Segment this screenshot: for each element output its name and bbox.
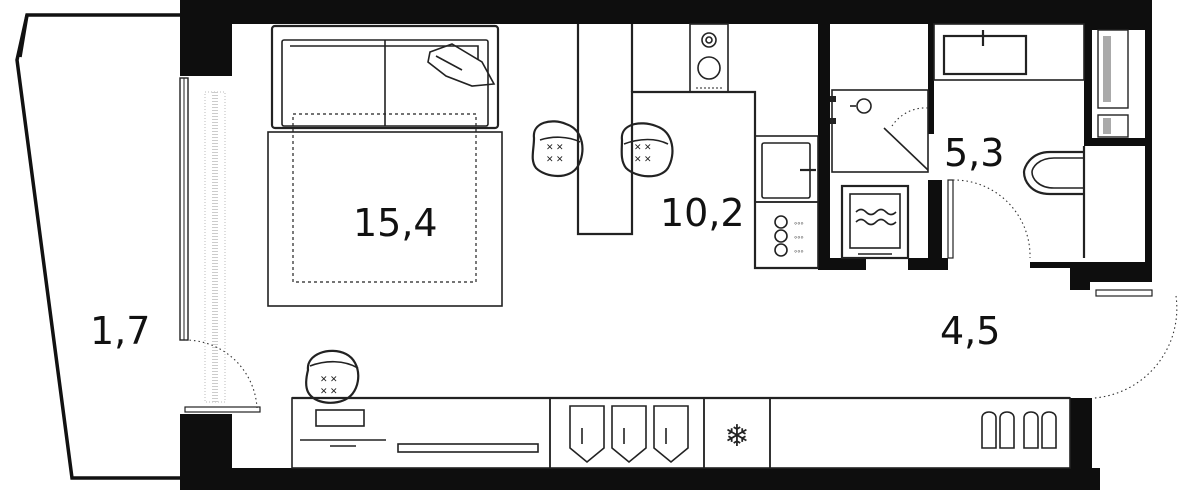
walls [180, 0, 1152, 490]
desk-icon [291, 396, 1070, 469]
window-icon [179, 29, 1129, 403]
rug-icon [267, 113, 503, 307]
shoes-icon [769, 397, 1071, 469]
freezer-icon: ❄ [703, 397, 771, 469]
door-icon [947, 179, 1031, 259]
toilet-icon [1022, 146, 1086, 258]
area-kitchen: 10,2 [660, 191, 745, 235]
svg-text:✕ ✕: ✕ ✕ [320, 386, 338, 396]
shower-icon [830, 89, 929, 173]
area-living: 15,4 [353, 201, 438, 245]
armchair-icon: ✕ ✕ ✕ ✕ [305, 349, 360, 404]
bar-stool-icon: ✕ ✕ ✕ ✕ [531, 120, 584, 178]
svg-text:◦◦◦: ◦◦◦ [794, 232, 804, 242]
balcony [15, 13, 182, 480]
svg-text:◦◦◦: ◦◦◦ [794, 246, 804, 256]
door-icon [184, 339, 261, 413]
dishwasher-icon: ◦◦◦ ◦◦◦ ◦◦◦ [754, 201, 819, 269]
washing-machine-icon [840, 184, 910, 260]
sofa-icon [270, 24, 500, 130]
area-balcony: 1,7 [90, 309, 150, 353]
svg-text:✕ ✕: ✕ ✕ [634, 142, 652, 152]
svg-text:✕ ✕: ✕ ✕ [320, 374, 338, 384]
svg-text:◦◦◦: ◦◦◦ [794, 218, 804, 228]
bar-stool-icon: ✕ ✕ ✕ ✕ [620, 122, 674, 178]
wardrobe-icon [549, 397, 705, 469]
svg-text:✕ ✕: ✕ ✕ [634, 154, 652, 164]
sink-icon [754, 135, 819, 203]
washbasin-icon [933, 23, 1085, 81]
area-bathroom: 5,3 [944, 131, 1004, 175]
svg-text:✕ ✕: ✕ ✕ [546, 154, 564, 164]
area-hall: 4,5 [940, 309, 1000, 353]
door-icon [1093, 289, 1178, 399]
stove-icon [689, 23, 729, 93]
svg-text:❄: ❄ [724, 420, 749, 453]
svg-text:✕ ✕: ✕ ✕ [546, 142, 564, 152]
